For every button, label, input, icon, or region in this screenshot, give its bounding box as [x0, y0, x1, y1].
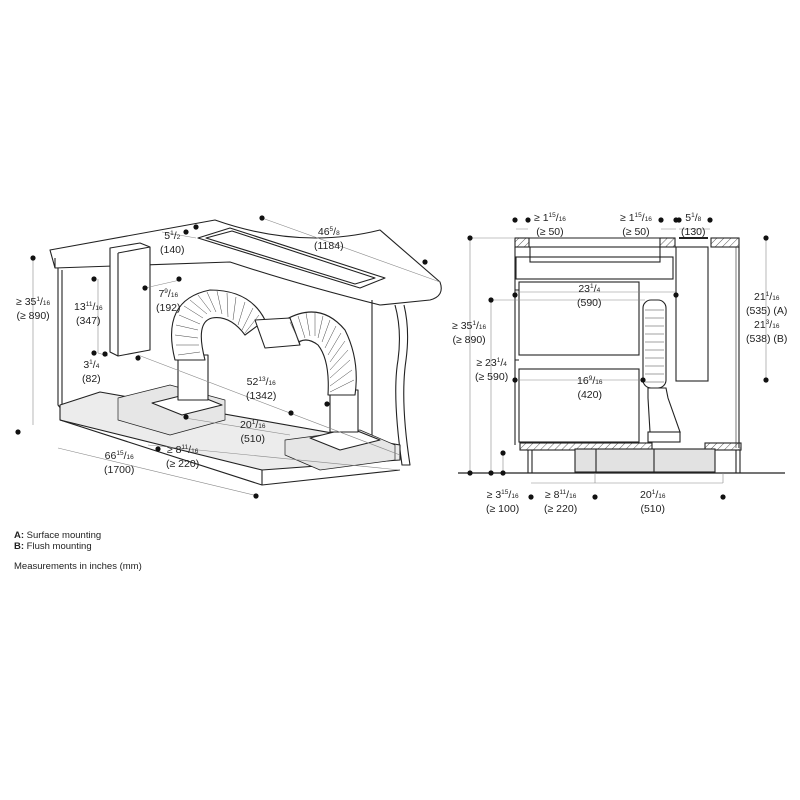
legend-b: B: Flush mounting — [14, 541, 92, 552]
dim-plinth-height: ≥ 315/16(≥ 100) — [486, 489, 520, 515]
hood-housing — [529, 246, 661, 263]
legend-a: A: Surface mounting — [14, 530, 102, 541]
dim-duct-span: 5213/16(1342) — [246, 376, 277, 402]
downdraft-hood — [197, 227, 386, 289]
dim-hood-depth: 51/2(140) — [160, 230, 185, 256]
dim-counter-to-drawer: ≥ 231/4(≥ 590) — [475, 357, 509, 383]
plinth-outlet — [574, 448, 716, 473]
dim-motor-width: 79/16(192) — [156, 288, 181, 314]
dim-section-outlet-width: 201/16(510) — [640, 489, 666, 515]
dim-plinth-depth: ≥ 811/16(≥ 220) — [544, 489, 578, 515]
dim-unit-height: 211/16(535) (A) 213/16(538) (B) — [746, 291, 788, 345]
legend-mounting: A: Surface mounting B: Flush mounting — [14, 530, 101, 552]
dim-height-total: ≥ 351/16(≥ 890) — [16, 296, 51, 322]
dim-motor-depth: 31/4(82) — [82, 359, 101, 385]
flexible-duct-right — [284, 311, 357, 396]
fan-unit-section — [675, 246, 709, 382]
dim-edge-right: ≥ 115/16(≥ 50) — [620, 212, 652, 238]
dim-cabinet-width: 6615/16(1700) — [104, 450, 135, 476]
dim-edge-left: ≥ 115/16(≥ 50) — [534, 212, 566, 238]
dim-hood-slot: 51/8(130) — [681, 212, 706, 238]
dim-plinth-clearance: ≥ 811/16(≥ 220) — [166, 444, 200, 470]
fan-motor-unit — [109, 242, 151, 357]
dim-drawer-depth: 231/4(590) — [577, 283, 602, 309]
dim-hood-width: 465/8(1184) — [314, 226, 344, 252]
dim-duct-offset: 169/16(420) — [577, 375, 603, 401]
dim-section-height-total: ≥ 351/16(≥ 890) — [452, 320, 487, 346]
countertop — [49, 219, 442, 306]
dim-motor-height: 1311/16(347) — [74, 301, 103, 327]
units-note: Measurements in inches (mm) — [14, 561, 142, 572]
dim-outlet-width: 201/16(510) — [240, 419, 266, 445]
